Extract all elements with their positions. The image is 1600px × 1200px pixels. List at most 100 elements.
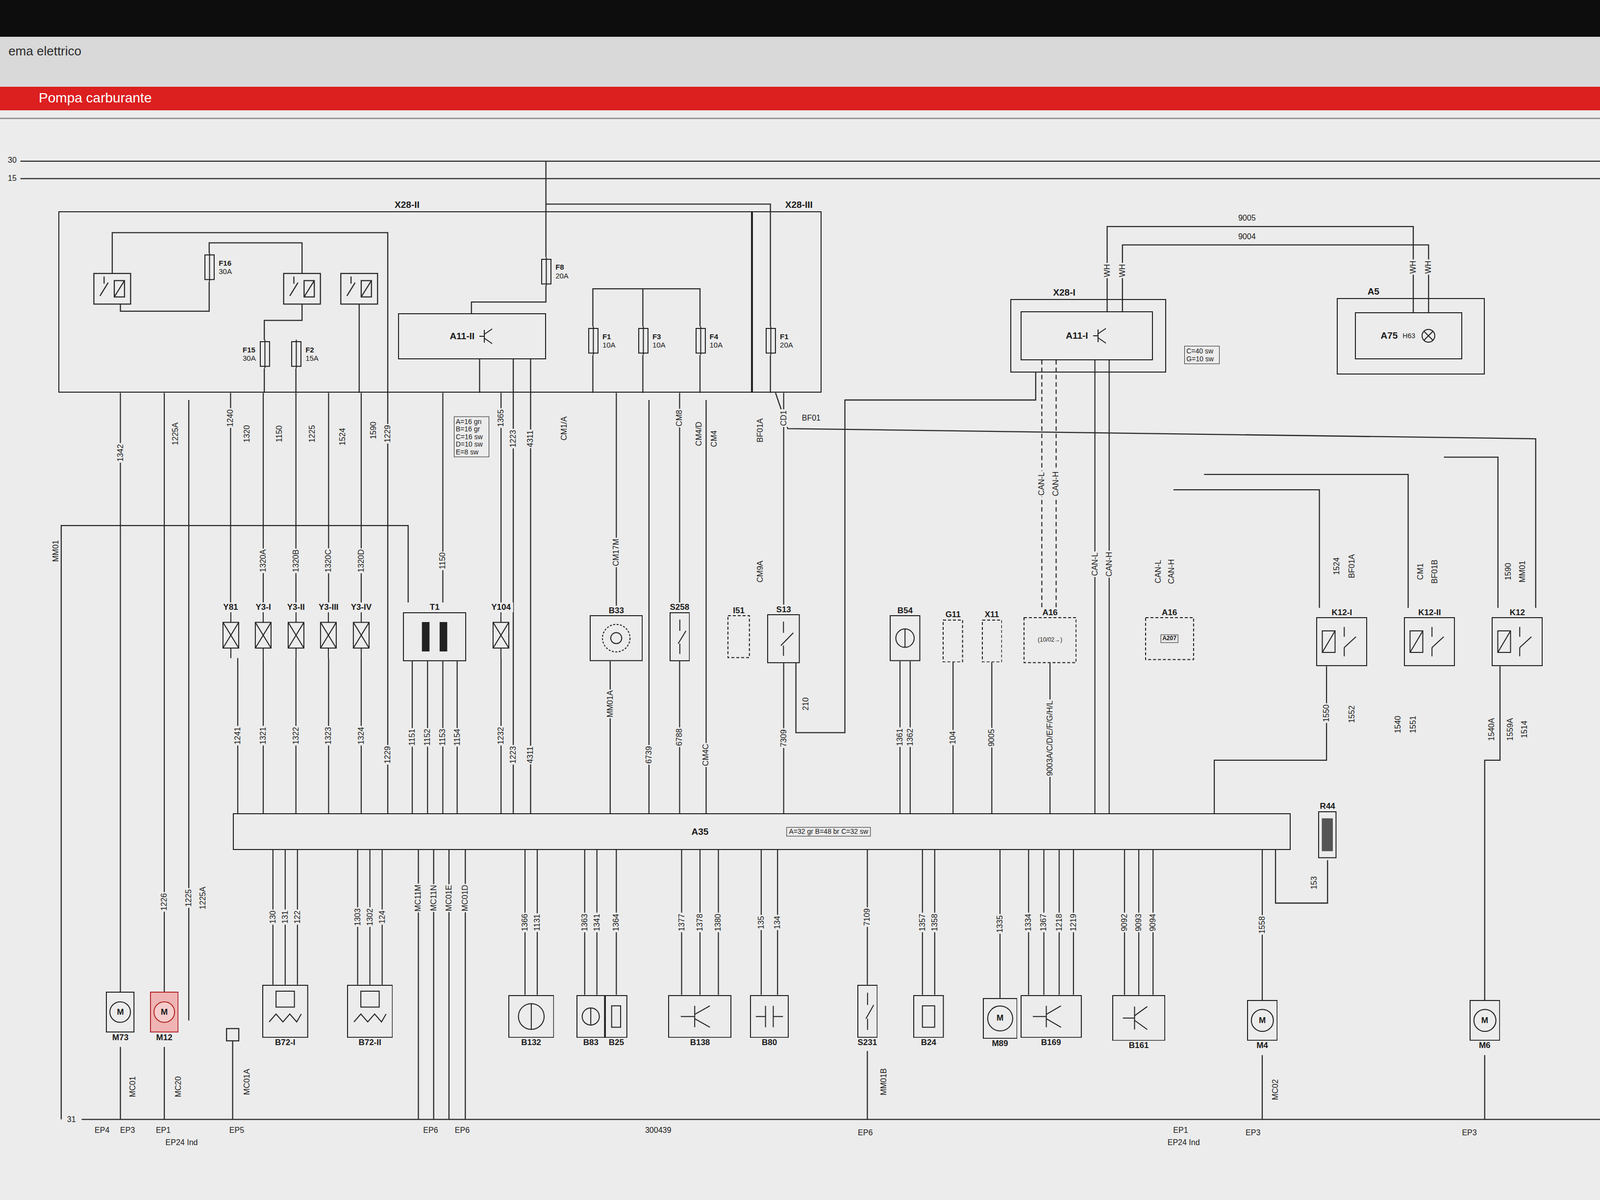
symbol-holder: [350, 612, 373, 659]
symbol-holder: M: [1247, 1000, 1278, 1041]
symbol-holder: A207: [1145, 617, 1195, 660]
wire-number: 131: [280, 909, 290, 925]
wire-label: 1559A: [1505, 717, 1515, 742]
wire-label: 1540: [1393, 714, 1403, 735]
component: M M89: [981, 998, 1019, 1049]
block-heading: X28-II: [393, 199, 421, 211]
symbol-holder: [251, 612, 275, 659]
wire-label: MM01A: [605, 689, 615, 719]
fuse-rating: 20A: [779, 340, 794, 350]
component-name: S13: [766, 604, 801, 615]
wire-number: 1226: [159, 892, 169, 912]
wire-label: EP24 Ind: [164, 1138, 200, 1148]
fuse-label: F1630A: [217, 258, 233, 276]
wire-label: 1229: [383, 424, 393, 444]
wire-number: 1232: [496, 725, 506, 746]
fuse: F1530A: [241, 339, 271, 369]
wire-number: CM8: [675, 408, 685, 428]
wire-label: CM1: [1416, 562, 1425, 581]
component-symbol: [1491, 617, 1543, 667]
control-unit: A35: [232, 813, 1292, 850]
wire-label: 6739: [644, 745, 654, 766]
component-symbol: [508, 995, 555, 1038]
wire-number: 1152: [423, 727, 432, 747]
component-symbol: [317, 612, 340, 659]
wire-number: 9092: [1120, 912, 1129, 933]
fuse: F410A: [695, 326, 725, 355]
fuse-rating: 30A: [218, 267, 232, 276]
wire-label: 30: [6, 155, 18, 165]
component-name: B25: [603, 1037, 629, 1048]
wire-number: CAN-L: [1037, 471, 1047, 497]
component: I51: [726, 605, 751, 659]
component: B169: [1019, 995, 1083, 1048]
wire-label: MC01: [128, 1075, 138, 1099]
symbol-holder: [508, 995, 555, 1038]
component-symbol: [489, 612, 513, 659]
component: T1: [401, 602, 468, 661]
fuse-symbol: [637, 326, 650, 355]
fuse-symbol: [290, 339, 302, 369]
wire-number: 1323: [324, 725, 333, 746]
wire-number: 1558: [1257, 915, 1267, 935]
wire: [1214, 666, 1327, 814]
wire-label: EP3: [119, 1126, 136, 1136]
component: B83: [575, 995, 606, 1048]
fuse-name: F3: [652, 332, 666, 341]
component-symbol: [576, 995, 605, 1038]
wire-label: WH: [1408, 259, 1418, 275]
fuse-rating: 15A: [305, 353, 319, 363]
component-symbol: [889, 615, 921, 662]
motor-letter: M: [996, 1013, 1004, 1024]
wire-number: 1380: [714, 912, 724, 933]
component-name: A16: [1022, 607, 1078, 618]
component-symbol: [604, 995, 628, 1038]
wire-number: 1364: [612, 912, 622, 933]
wire-number: 1241: [233, 725, 243, 746]
fuse: F820A: [540, 257, 570, 286]
motor-letter: M: [160, 1007, 168, 1018]
wire-label: MC02: [1271, 1078, 1280, 1102]
wire-number: 1362: [905, 727, 915, 748]
wire-number: 9093: [1134, 912, 1144, 933]
component: B161: [1111, 995, 1167, 1051]
wire-number: 9005: [987, 727, 997, 748]
component: MM4: [1246, 1000, 1279, 1051]
symbol-holder: [1020, 995, 1082, 1038]
component-name: Y3-III: [316, 602, 341, 613]
symbol-holder: [913, 995, 944, 1038]
wire-number: 7309: [779, 728, 789, 749]
component: R44: [1317, 801, 1338, 858]
fuse-symbol: [695, 326, 707, 355]
module-name: A11-II: [449, 330, 475, 342]
component-name: B33: [588, 605, 644, 616]
component-name: M89: [981, 1038, 1019, 1049]
wire-label: 4311: [526, 429, 536, 449]
wire-label: MC01D: [460, 883, 470, 913]
wire-number: 1322: [291, 725, 301, 746]
fuse-symbol: [765, 326, 777, 355]
component-symbol: [350, 612, 373, 659]
module-name: A11-I: [1065, 330, 1088, 342]
component-symbol: [750, 995, 789, 1038]
wire-label: BF01A: [755, 417, 765, 444]
module-box: A11-II: [398, 313, 547, 360]
symbol-holder: (10/02→): [1023, 617, 1077, 664]
component: Y81: [218, 602, 244, 658]
wire-label: 1229: [383, 745, 393, 766]
fuse-name: F15: [242, 345, 256, 354]
wire: [120, 392, 122, 992]
wire-label: 1590: [369, 421, 378, 441]
component-name: R44: [1317, 801, 1338, 812]
fuse-label: F820A: [554, 262, 570, 280]
component: Y3-III: [316, 602, 341, 658]
transistor-symbol: [1093, 326, 1108, 346]
fuse-rating: 20A: [555, 271, 569, 280]
wire-label: 1223: [508, 428, 518, 449]
component: K12-II: [1402, 607, 1456, 667]
component-symbol: [219, 612, 243, 659]
wire-number: 7109: [863, 907, 873, 928]
fuse-label: F120A: [778, 332, 795, 350]
header-rule: [0, 117, 1600, 120]
